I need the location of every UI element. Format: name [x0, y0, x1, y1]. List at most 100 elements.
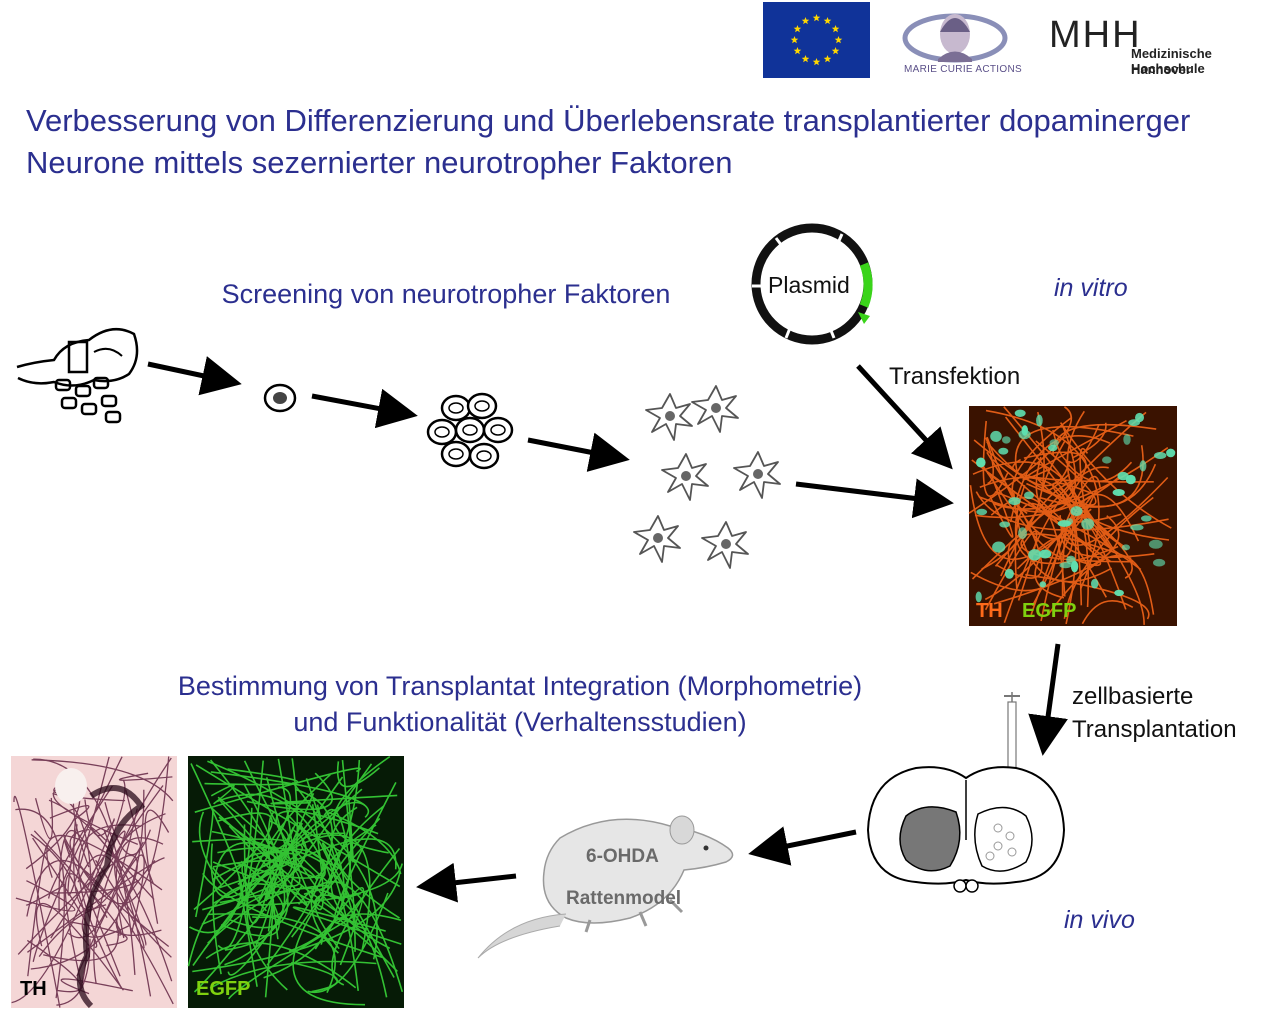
culture-fiber — [1060, 519, 1155, 559]
th-stain-micrograph — [11, 756, 177, 1009]
embryo-brain-illustration — [16, 327, 139, 424]
culture-fiber — [1013, 492, 1113, 583]
culture-cell — [998, 447, 1009, 455]
egfp-fiber — [258, 822, 304, 903]
eu-star — [790, 36, 799, 44]
th-fiber — [27, 843, 49, 977]
rat-model-label-1: 6-OHDA — [586, 846, 659, 867]
egfp-fiber — [247, 786, 292, 889]
culture-cell — [1036, 414, 1043, 427]
culture-fiber — [986, 441, 1071, 487]
culture-cell — [1018, 527, 1027, 539]
single-stem-cell — [263, 383, 297, 413]
eu-star — [831, 47, 840, 55]
culture-cell — [1112, 489, 1125, 496]
th-fiber — [27, 857, 165, 953]
brain-section-with-syringe — [866, 692, 1066, 893]
eu-star — [801, 16, 810, 25]
egfp-fiber — [193, 812, 273, 911]
th-fiber — [26, 859, 174, 1005]
marie-curie-label: MARIE CURIE ACTIONS — [904, 64, 1022, 75]
assessment-line-1: Bestimmung von Transplantat Integration … — [177, 671, 863, 701]
culture-fiber — [1007, 533, 1132, 567]
culture-fiber — [1014, 425, 1134, 472]
culture-fiber — [1065, 460, 1133, 483]
culture-fiber — [970, 568, 1064, 592]
culture-cell — [999, 521, 1010, 528]
egfp-fiber — [330, 806, 400, 919]
th-fiber — [17, 854, 138, 955]
egfp-micrograph — [187, 755, 404, 1008]
transfektion-label: Transfektion — [889, 363, 1021, 390]
culture-fiber — [986, 451, 1043, 579]
egfp-fiber — [212, 859, 319, 881]
page-title: Verbesserung von Differenzierung und Übe… — [26, 100, 1266, 184]
th-fiber — [60, 978, 133, 995]
culture-cell — [1049, 439, 1059, 447]
egfp-fiber — [212, 848, 332, 883]
arrow-culture-to-brain — [1028, 643, 1068, 756]
title-line-1: Verbesserung von Differenzierung und Übe… — [26, 103, 1191, 138]
egfp-fiber — [292, 847, 366, 1006]
culture-cell — [1081, 518, 1095, 530]
eu-star — [812, 58, 821, 66]
egfp-fiber — [195, 811, 214, 918]
culture-cell — [1148, 539, 1163, 549]
culture-cell — [1038, 549, 1052, 559]
culture-fiber — [980, 462, 1074, 558]
culture-cell — [1028, 549, 1042, 561]
culture-fiber — [1047, 554, 1155, 615]
th-fiber — [49, 805, 90, 822]
culture-fiber — [1003, 406, 1145, 625]
culture-fiber — [994, 411, 1147, 567]
egfp-fiber — [328, 811, 402, 875]
mhh-name-line1: Medizinische Hochschule — [1131, 46, 1212, 76]
th-fiber — [15, 880, 76, 912]
culture-cell — [1070, 560, 1079, 573]
egfp-fiber — [323, 809, 356, 923]
culture-cell — [1059, 562, 1072, 569]
screening-label: Screening von neurotropher Faktoren — [221, 279, 671, 309]
eu-star — [801, 55, 810, 63]
culture-cell — [1153, 558, 1166, 567]
eu-star — [823, 55, 832, 63]
culture-fiber — [971, 495, 1081, 580]
th-fiber — [30, 789, 145, 970]
th-fiber — [31, 759, 174, 802]
egfp-fiber — [192, 838, 304, 889]
eu-star — [834, 36, 843, 44]
plasmid-diagram — [751, 223, 873, 345]
culture-cell — [1014, 409, 1026, 417]
culture-fiber — [985, 437, 994, 485]
plasmid-label: Plasmid — [768, 272, 850, 298]
culture-cell — [1070, 506, 1083, 517]
culture-fiber — [1063, 496, 1154, 619]
egfp-fiber — [207, 760, 378, 960]
th-fiber — [32, 756, 123, 962]
th-fiber — [15, 808, 65, 999]
culture-fiber — [979, 476, 1077, 625]
egfp-fiber — [205, 942, 357, 989]
egfp-fiber — [219, 800, 309, 907]
culture-cell — [1130, 524, 1144, 531]
culture-cell — [1154, 452, 1167, 459]
egfp-fiber — [307, 892, 389, 994]
eu-star — [812, 14, 821, 22]
th-fiber — [93, 757, 172, 985]
culture-cell — [1091, 578, 1099, 589]
egfp-fiber — [310, 824, 377, 954]
culture-fiber — [1030, 475, 1101, 616]
culture-cell — [975, 591, 982, 603]
arrow-sphere-to-neurons — [527, 432, 630, 472]
culture-fiber — [989, 477, 1014, 538]
th-fiber — [38, 904, 107, 957]
culture-cell — [1139, 460, 1147, 472]
egfp-fiber — [291, 759, 361, 938]
culture-fiber — [982, 420, 1009, 497]
egfp-fiber — [187, 883, 398, 972]
egfp-fiber — [246, 772, 333, 811]
th-fiber — [33, 830, 122, 936]
culture-fiber — [1073, 503, 1133, 579]
egfp-fiber — [209, 960, 377, 989]
